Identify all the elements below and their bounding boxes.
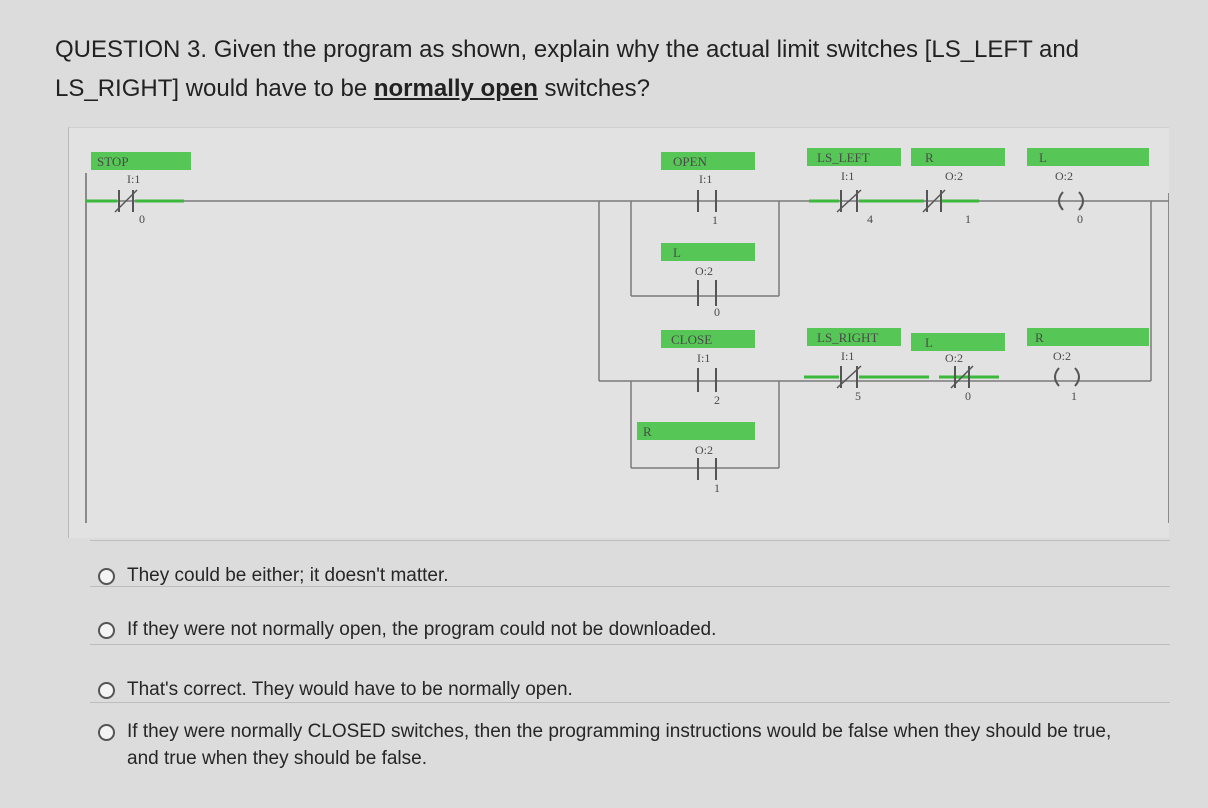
answer-text-4: If they were normally CLOSED switches, t… xyxy=(127,721,1112,769)
interlock-r-contact: R O:2 1 xyxy=(911,148,1005,226)
ls-left-bit: 4 xyxy=(867,212,873,226)
ladder-svg: STOP I:1 0 OPEN I:1 1 L O:2 0 LS_LEFT I:… xyxy=(85,148,1169,523)
close-address: I:1 xyxy=(697,351,710,365)
close-label-bg xyxy=(661,330,755,348)
open-label-bg xyxy=(661,152,755,170)
seal-l-label-bg xyxy=(661,243,755,261)
seal-l-address: O:2 xyxy=(695,264,713,278)
answer-option-1[interactable]: They could be either; it doesn't matter. xyxy=(98,562,1127,589)
close-bit: 2 xyxy=(714,393,720,407)
answer-separator xyxy=(90,540,1170,541)
stop-label: STOP xyxy=(97,154,129,169)
question-prefix: QUESTION 3. Given the program as shown, … xyxy=(55,36,1080,102)
answer-radio-1[interactable] xyxy=(98,568,115,585)
rung-2-wires xyxy=(598,201,1152,469)
interlock-l-contact: L O:2 0 xyxy=(911,333,1005,403)
answer-radio-3[interactable] xyxy=(98,682,115,699)
coil-r: R O:2 1 xyxy=(1027,328,1149,403)
interlock-r-label: R xyxy=(925,150,934,165)
question-emphasis: normally open xyxy=(373,75,538,102)
seal-r-bit: 1 xyxy=(714,481,720,495)
rung-1-wires xyxy=(86,199,1169,297)
answer-option-2[interactable]: If they were not normally open, the prog… xyxy=(98,616,1127,643)
seal-r-address: O:2 xyxy=(695,443,713,457)
open-bit: 1 xyxy=(712,213,718,227)
coil-l-label-bg xyxy=(1027,148,1149,166)
stop-address: I:1 xyxy=(127,172,140,186)
coil-l-address: O:2 xyxy=(1055,169,1073,183)
interlock-r-address: O:2 xyxy=(945,169,963,183)
open-address: I:1 xyxy=(699,172,712,186)
seal-r-contact: R O:2 1 xyxy=(637,422,755,495)
answer-radio-2[interactable] xyxy=(98,622,115,639)
seal-r-label: R xyxy=(643,424,652,439)
interlock-l-address: O:2 xyxy=(945,351,963,365)
ls-right-address: I:1 xyxy=(841,349,854,363)
ls-right-label: LS_RIGHT xyxy=(817,330,878,345)
close-label: CLOSE xyxy=(671,332,712,347)
ls-left-address: I:1 xyxy=(841,169,854,183)
open-label: OPEN xyxy=(673,154,708,169)
ls-right-label-bg xyxy=(807,328,901,346)
answer-text-1: They could be either; it doesn't matter. xyxy=(127,565,449,586)
ls-left-contact: LS_LEFT I:1 4 xyxy=(807,148,901,226)
answer-option-3[interactable]: That's correct. They would have to be no… xyxy=(98,676,1127,703)
ls-right-contact: LS_RIGHT I:1 5 xyxy=(807,328,901,403)
seal-r-label-bg xyxy=(637,422,755,440)
seal-l-bit: 0 xyxy=(714,305,720,319)
answer-separator xyxy=(90,644,1170,645)
close-contact: CLOSE I:1 2 xyxy=(661,330,755,407)
interlock-l-bit: 0 xyxy=(965,389,971,403)
interlock-r-label-bg xyxy=(911,148,1005,166)
coil-l: L O:2 0 xyxy=(1027,148,1149,226)
ls-left-label-bg xyxy=(807,148,901,166)
seal-l-label: L xyxy=(673,245,681,260)
coil-r-address: O:2 xyxy=(1053,349,1071,363)
stop-contact: STOP I:1 0 xyxy=(91,152,191,226)
open-contact: OPEN I:1 1 xyxy=(661,152,755,227)
ls-left-label: LS_LEFT xyxy=(817,150,870,165)
coil-r-label-bg xyxy=(1027,328,1149,346)
interlock-r-bit: 1 xyxy=(965,212,971,226)
answer-separator xyxy=(90,702,1170,703)
seal-l-contact: L O:2 0 xyxy=(661,243,755,319)
coil-r-bit: 1 xyxy=(1071,389,1077,403)
question-text: QUESTION 3. Given the program as shown, … xyxy=(55,30,1145,108)
interlock-l-label-bg xyxy=(911,333,1005,351)
answer-text-2: If they were not normally open, the prog… xyxy=(127,619,717,640)
stop-bit: 0 xyxy=(139,212,145,226)
interlock-l-label: L xyxy=(925,335,933,350)
answer-option-4[interactable]: If they were normally CLOSED switches, t… xyxy=(98,718,1127,772)
answer-radio-4[interactable] xyxy=(98,724,115,741)
ladder-diagram: STOP I:1 0 OPEN I:1 1 L O:2 0 LS_LEFT I:… xyxy=(68,127,1169,538)
stop-label-bg xyxy=(91,152,191,170)
coil-l-bit: 0 xyxy=(1077,212,1083,226)
coil-l-label: L xyxy=(1039,150,1047,165)
ls-right-bit: 5 xyxy=(855,389,861,403)
answer-text-3: That's correct. They would have to be no… xyxy=(127,679,573,700)
answer-options: They could be either; it doesn't matter.… xyxy=(0,540,1208,808)
question-suffix: switches? xyxy=(537,75,650,102)
coil-r-label: R xyxy=(1035,330,1044,345)
answer-separator xyxy=(90,586,1170,587)
